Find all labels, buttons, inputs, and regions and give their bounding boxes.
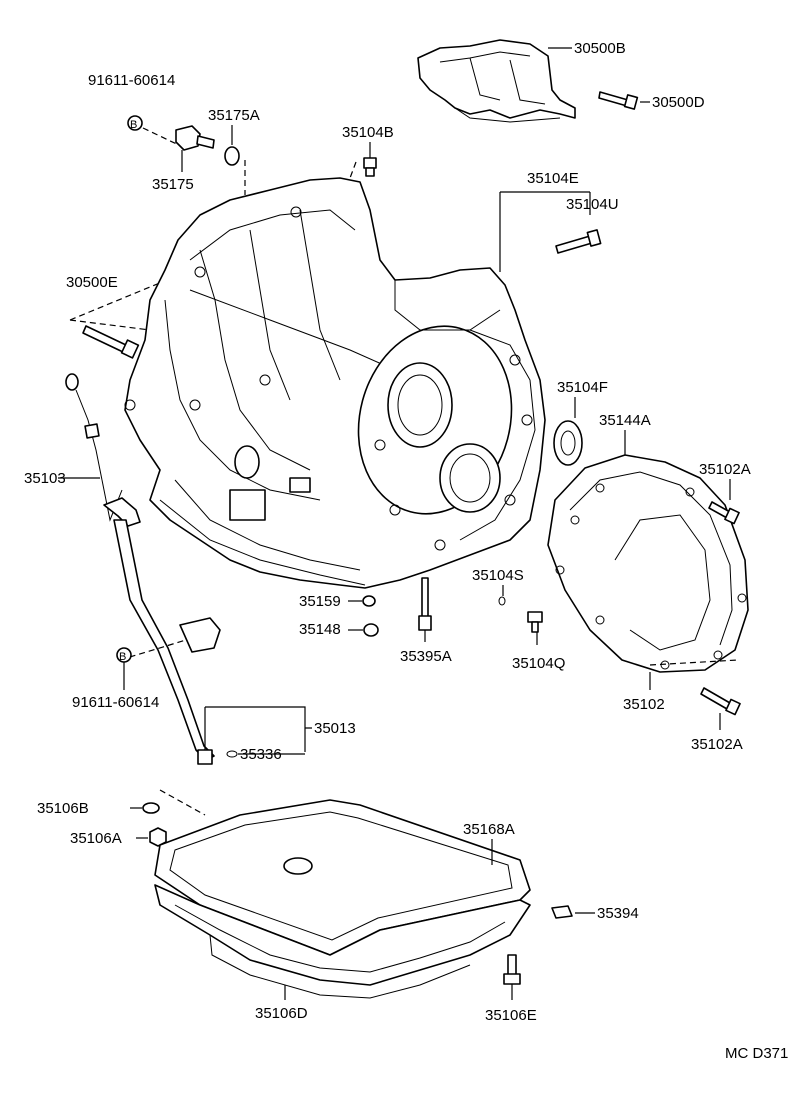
label-35148: 35148 bbox=[299, 621, 341, 638]
bolt-35106E-part bbox=[503, 954, 521, 985]
label-35104F: 35104F bbox=[557, 379, 608, 396]
label-35104Q: 35104Q bbox=[512, 655, 565, 672]
label-35106A: 35106A bbox=[70, 830, 122, 847]
label-35106D: 35106D bbox=[255, 1005, 308, 1022]
label-35104E: 35104E bbox=[527, 170, 579, 187]
label-30500E: 30500E bbox=[66, 274, 118, 291]
bolt-30500E-part bbox=[82, 325, 140, 359]
label-91611-60614-top: 91611-60614 bbox=[88, 72, 175, 89]
label-35104S: 35104S bbox=[472, 567, 524, 584]
bolt-35104U-part bbox=[555, 229, 602, 254]
label-35102A-top: 35102A bbox=[699, 461, 751, 478]
label-35102: 35102 bbox=[623, 696, 665, 713]
heat-shield-part bbox=[417, 39, 576, 123]
transaxle-case-part bbox=[124, 177, 546, 589]
diagram-code: MC D371 bbox=[725, 1045, 788, 1062]
bolt-marker-top bbox=[127, 115, 143, 131]
oil-pan-gasket-part bbox=[154, 799, 531, 956]
o-ring-part bbox=[224, 146, 240, 166]
label-35104B: 35104B bbox=[342, 124, 394, 141]
bolt-35104Q-part bbox=[527, 611, 543, 633]
oil-seal-part bbox=[553, 420, 583, 466]
oil-pan-part bbox=[154, 884, 531, 999]
label-35102A-bottom: 35102A bbox=[691, 736, 743, 753]
label-35106B: 35106B bbox=[37, 800, 89, 817]
label-35336: 35336 bbox=[240, 746, 282, 763]
bolt-marker-top-letter: B bbox=[130, 119, 137, 131]
bolt-30500D-part bbox=[598, 91, 639, 110]
label-35144A: 35144A bbox=[599, 412, 651, 429]
breather-plug-part bbox=[363, 157, 377, 177]
label-30500B: 30500B bbox=[574, 40, 626, 57]
label-35175: 35175 bbox=[152, 176, 194, 193]
label-35394: 35394 bbox=[597, 905, 639, 922]
extension-housing-part bbox=[547, 454, 749, 673]
label-35013: 35013 bbox=[314, 720, 356, 737]
label-35106E: 35106E bbox=[485, 1007, 537, 1024]
bolt-marker-bottom-letter: B bbox=[119, 651, 126, 663]
washer-35106B-part bbox=[142, 802, 160, 814]
magnet-35394-part bbox=[551, 905, 573, 919]
bolt-35102A-top-part bbox=[708, 501, 740, 525]
label-30500D: 30500D bbox=[652, 94, 705, 111]
label-35395A: 35395A bbox=[400, 648, 452, 665]
sensor-35395A-part bbox=[418, 577, 432, 631]
bolt-35102A-bottom-part bbox=[700, 687, 741, 716]
label-91611-60614-bottom: 91611-60614 bbox=[72, 694, 159, 711]
label-35168A: 35168A bbox=[463, 821, 515, 838]
plug-35159-part bbox=[362, 595, 376, 607]
speed-sensor-part bbox=[175, 125, 215, 151]
label-35103: 35103 bbox=[24, 470, 66, 487]
plug-35148-part bbox=[363, 623, 379, 637]
dipstick-part bbox=[65, 373, 123, 522]
label-35159: 35159 bbox=[299, 593, 341, 610]
label-35175A: 35175A bbox=[208, 107, 260, 124]
label-35104U: 35104U bbox=[566, 196, 619, 213]
